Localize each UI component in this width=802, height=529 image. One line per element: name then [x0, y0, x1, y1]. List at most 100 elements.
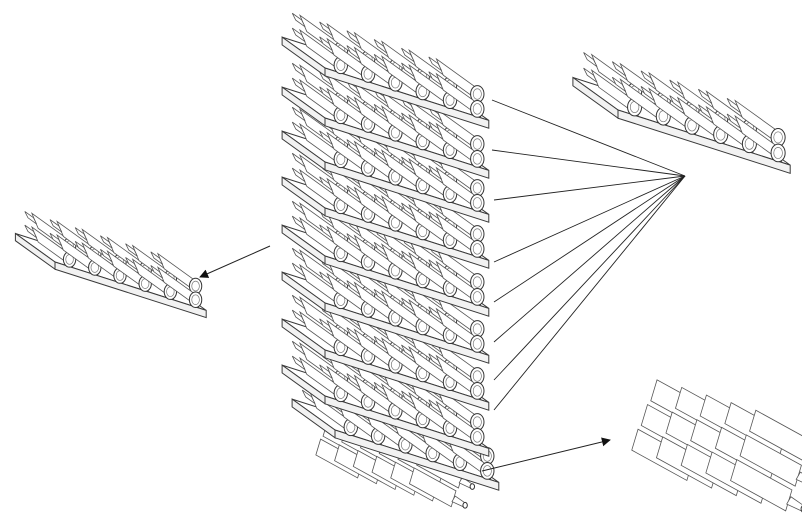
- bottle-neck: [669, 95, 684, 111]
- bottle-neck: [611, 61, 627, 77]
- leader-line: [493, 175, 686, 381]
- bottle-punt: [472, 182, 482, 194]
- bottle-punt: [472, 370, 482, 382]
- bottle-base: [470, 381, 485, 400]
- bottle-neck: [698, 88, 713, 104]
- bottle-neck: [319, 224, 333, 239]
- bottle-neck: [373, 39, 388, 54]
- bottle-neck: [698, 104, 713, 120]
- shelf-tray-side: [281, 318, 326, 359]
- bottle-neck: [373, 147, 388, 163]
- stack-shelf: [281, 294, 490, 411]
- bottle-neck: [125, 243, 138, 257]
- bottle-neck: [24, 224, 37, 239]
- bottle-neck: [291, 121, 306, 136]
- bottle-neck: [346, 327, 361, 342]
- bottle-neck: [291, 215, 306, 230]
- bottle-neck: [669, 79, 684, 95]
- bottle-neck: [125, 257, 138, 271]
- bottle-neck: [74, 227, 88, 241]
- bottle-neck: [291, 262, 306, 277]
- bottle-neck: [291, 27, 306, 42]
- bottle-neck: [428, 121, 442, 136]
- bottle-mouth: [462, 501, 468, 509]
- arrow-to-bottom-right-detail: [481, 437, 611, 472]
- bottle-neck: [346, 139, 361, 154]
- leader-line: [493, 175, 686, 263]
- bottle-neck: [291, 309, 306, 324]
- central-shelf-stack: [281, 12, 500, 509]
- bottle-neck: [401, 202, 415, 217]
- bottle-neck: [291, 62, 306, 78]
- bottle-base: [470, 334, 485, 353]
- bottle-neck: [346, 280, 361, 295]
- shelf-tray-side: [281, 364, 326, 405]
- bottle-punt: [472, 338, 482, 350]
- bottle-neck: [319, 130, 333, 145]
- shelf-tray-side: [281, 130, 326, 171]
- stack-shelf: [281, 340, 490, 457]
- bottle-neck: [291, 167, 306, 182]
- bottle-neck: [401, 112, 415, 127]
- bottle-punt: [472, 416, 482, 428]
- bottle-neck: [150, 265, 163, 279]
- detail-shelf: [14, 211, 207, 319]
- bottle-punt: [773, 147, 783, 159]
- bottle-neck: [319, 176, 333, 191]
- bottle-neck: [291, 340, 306, 356]
- bottle-punt: [472, 276, 482, 288]
- bottle-punt: [773, 131, 783, 144]
- bottle-base: [470, 99, 485, 118]
- bottle-neck: [795, 471, 802, 483]
- leader-line: [491, 99, 686, 177]
- bottle-neck: [301, 389, 316, 404]
- shelf-tray-side: [14, 232, 56, 271]
- bottle-punt: [472, 291, 482, 303]
- bottle-neck: [401, 297, 415, 312]
- bottle-neck: [373, 241, 388, 257]
- stack-shelf: [281, 12, 490, 129]
- bottle-base: [188, 291, 203, 308]
- bottle-neck: [428, 306, 442, 321]
- bottle-neck: [291, 106, 306, 122]
- leader-line: [493, 175, 686, 343]
- bottle-neck: [373, 193, 388, 209]
- detail-bottles: [631, 379, 802, 513]
- bottle-punt: [472, 431, 482, 443]
- bottle-neck: [291, 355, 306, 370]
- bottle-neck: [291, 77, 306, 92]
- bottle-punt: [472, 385, 482, 397]
- bottle-neck: [74, 240, 88, 255]
- bottle-neck: [373, 335, 388, 351]
- shelf-tray-side: [572, 76, 619, 120]
- bottle-punt: [472, 103, 482, 115]
- bottle-neck: [401, 47, 415, 63]
- bottle-neck: [319, 271, 333, 286]
- bottle-neck: [373, 288, 388, 304]
- bottle-neck: [428, 71, 442, 86]
- bottle-neck: [640, 70, 655, 86]
- bottle-neck: [401, 390, 415, 405]
- bottle-neck: [401, 250, 415, 265]
- bottle-neck: [346, 373, 361, 388]
- bottle-base: [470, 287, 485, 306]
- bottle-neck: [291, 294, 306, 310]
- bottle-neck: [346, 95, 361, 110]
- bottle-neck: [346, 185, 361, 200]
- bottle-neck: [611, 76, 627, 92]
- leader-lines: [491, 99, 686, 411]
- bottle-neck: [24, 211, 37, 225]
- bottle-base: [470, 427, 485, 446]
- bottle-neck: [150, 251, 163, 265]
- bottle-neck: [583, 52, 598, 68]
- shelf-tray-side: [281, 86, 326, 127]
- bottle-neck: [401, 344, 415, 359]
- arrow-to-left-detail: [199, 245, 271, 278]
- bottle-neck: [373, 53, 388, 69]
- bottle-punt: [191, 280, 200, 292]
- bottle-neck: [100, 235, 113, 249]
- bottle-neck: [428, 399, 442, 414]
- bottle-punt: [472, 138, 482, 150]
